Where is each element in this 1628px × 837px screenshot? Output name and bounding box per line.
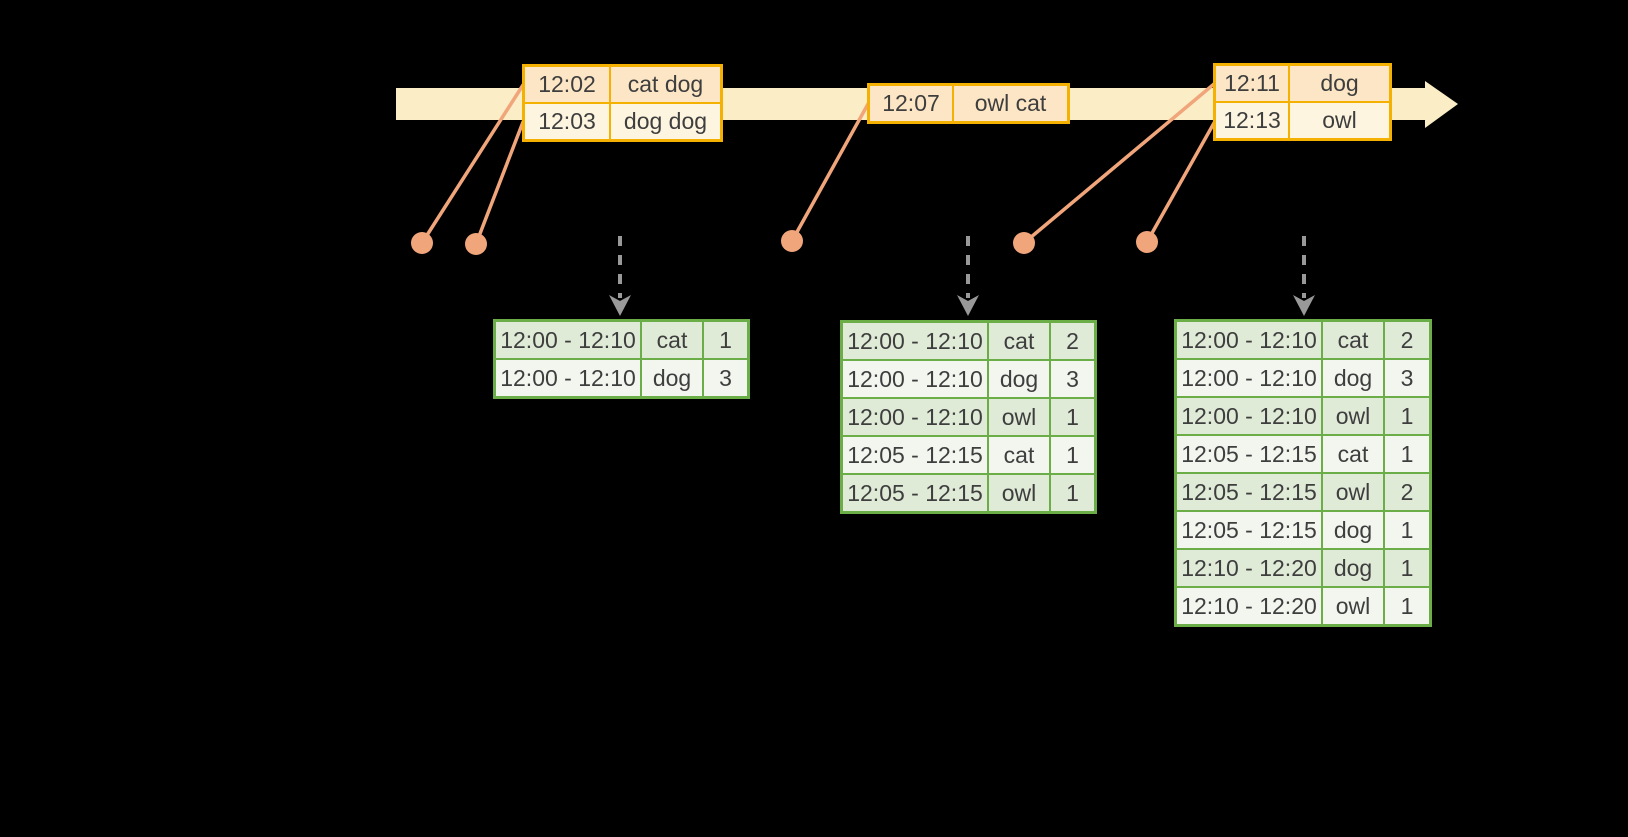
result-window-cell: 12:00 - 12:10 — [843, 361, 987, 397]
event-dot — [1013, 232, 1035, 254]
event-time-cell: 12:13 — [1216, 103, 1288, 138]
result-word-cell: owl — [1323, 398, 1383, 434]
result-count-cell: 1 — [1051, 399, 1094, 435]
result-word-cell: owl — [989, 475, 1049, 511]
event-time-cell: 12:03 — [525, 104, 609, 139]
result-count-cell: 2 — [1051, 323, 1094, 359]
result-word-cell: owl — [1323, 588, 1383, 624]
connector-line — [420, 83, 525, 245]
event-time-cell: 12:07 — [870, 86, 952, 121]
result-window-cell: 12:00 - 12:10 — [1177, 360, 1321, 396]
timeline-arrowhead-icon — [1425, 81, 1458, 128]
connector-line — [1022, 82, 1216, 245]
result-window-cell: 12:00 - 12:10 — [843, 323, 987, 359]
event-words-cell: owl cat — [954, 86, 1067, 121]
result-word-cell: dog — [642, 360, 702, 396]
result-word-cell: cat — [989, 323, 1049, 359]
result-count-cell: 1 — [1385, 398, 1429, 434]
event-time-cell: 12:11 — [1216, 66, 1288, 101]
result-window-cell: 12:10 - 12:20 — [1177, 588, 1321, 624]
result-word-cell: owl — [989, 399, 1049, 435]
result-count-cell: 1 — [1051, 475, 1094, 511]
result-window-cell: 12:05 - 12:15 — [843, 437, 987, 473]
result-count-cell: 1 — [1051, 437, 1094, 473]
event-dot — [781, 230, 803, 252]
result-window-cell: 12:00 - 12:10 — [1177, 398, 1321, 434]
result-window-cell: 12:10 - 12:20 — [1177, 550, 1321, 586]
result-count-cell: 1 — [704, 322, 747, 358]
result-word-cell: cat — [1323, 436, 1383, 472]
result-window-cell: 12:00 - 12:10 — [496, 360, 640, 396]
result-count-cell: 1 — [1385, 550, 1429, 586]
result-word-cell: owl — [1323, 474, 1383, 510]
result-window-cell: 12:00 - 12:10 — [1177, 322, 1321, 358]
event-words-cell: owl — [1290, 103, 1389, 138]
event-words-cell: dog dog — [611, 104, 720, 139]
trigger-arrowhead-icon — [1293, 295, 1315, 316]
result-word-cell: dog — [1323, 512, 1383, 548]
result-window-cell: 12:05 - 12:15 — [1177, 512, 1321, 548]
result-window-cell: 12:00 - 12:10 — [496, 322, 640, 358]
connector-line — [474, 120, 525, 246]
result-count-cell: 1 — [1385, 512, 1429, 548]
result-word-cell: cat — [1323, 322, 1383, 358]
result-word-cell: dog — [1323, 550, 1383, 586]
result-word-cell: dog — [1323, 360, 1383, 396]
event-words-cell: dog — [1290, 66, 1389, 101]
trigger-arrowhead-icon — [609, 295, 631, 316]
event-dot — [465, 233, 487, 255]
connector-line — [1145, 121, 1216, 244]
result-window-cell: 12:00 - 12:10 — [843, 399, 987, 435]
event-dot — [411, 232, 433, 254]
connector-line — [790, 102, 870, 243]
event-dot — [1136, 231, 1158, 253]
result-count-cell: 3 — [1385, 360, 1429, 396]
result-window-cell: 12:05 - 12:15 — [1177, 436, 1321, 472]
result-count-cell: 1 — [1385, 588, 1429, 624]
result-window-cell: 12:05 - 12:15 — [843, 475, 987, 511]
result-word-cell: cat — [642, 322, 702, 358]
result-window-cell: 12:05 - 12:15 — [1177, 474, 1321, 510]
result-count-cell: 3 — [704, 360, 747, 396]
result-count-cell: 3 — [1051, 361, 1094, 397]
result-count-cell: 2 — [1385, 474, 1429, 510]
result-word-cell: dog — [989, 361, 1049, 397]
result-word-cell: cat — [989, 437, 1049, 473]
event-time-cell: 12:02 — [525, 67, 609, 102]
trigger-arrowhead-icon — [957, 295, 979, 316]
result-count-cell: 1 — [1385, 436, 1429, 472]
event-words-cell: cat dog — [611, 67, 720, 102]
result-count-cell: 2 — [1385, 322, 1429, 358]
